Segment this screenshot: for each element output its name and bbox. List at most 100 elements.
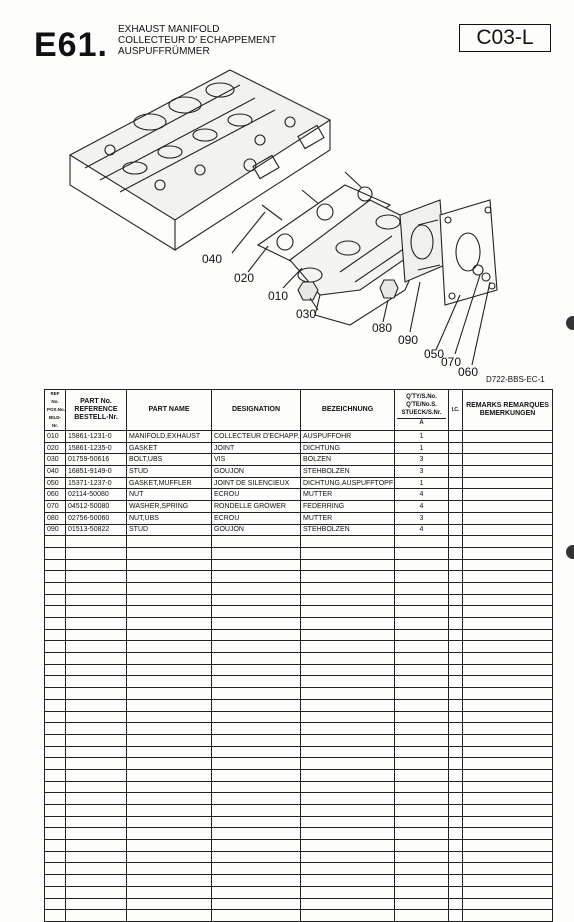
blank-cell [300, 792, 395, 805]
blank-cell [448, 874, 463, 887]
blank-cell [211, 768, 301, 782]
remarks-cell [462, 488, 553, 502]
blank-cell [300, 757, 395, 770]
blank-cell [65, 663, 127, 677]
blank-cell [300, 710, 395, 724]
blank-cell [44, 535, 66, 548]
blank-cell [126, 640, 212, 654]
blank-cell [211, 874, 301, 887]
blank-cell [462, 815, 553, 829]
blank-cell [394, 897, 449, 911]
designation-cell: ECROU [211, 511, 301, 525]
ref-no-cell: 020 [44, 441, 66, 455]
blank-cell [65, 675, 127, 689]
blank-cell [448, 862, 463, 876]
remarks-cell [462, 523, 553, 537]
blank-cell [300, 780, 395, 794]
blank-cell [300, 617, 395, 630]
blank-cell [394, 535, 449, 548]
blank-cell [126, 628, 212, 642]
blank-cell [44, 698, 66, 712]
callout-label: 020 [234, 271, 254, 285]
bezeichnung-cell: STEHBOLZEN [300, 465, 395, 478]
ref-no-header: REF No. POS.No. BILD-Nr. [44, 389, 66, 431]
blank-cell [462, 745, 553, 759]
callout-label: 040 [202, 252, 222, 266]
blank-cell [448, 535, 463, 548]
blank-cell [394, 745, 449, 759]
blank-cell [44, 768, 66, 782]
part-no-cell: 16851-9149-0 [65, 465, 127, 478]
blank-cell [44, 909, 66, 922]
title-english: EXHAUST MANIFOLD [118, 24, 220, 35]
blank-cell [44, 874, 66, 887]
blank-cell [44, 850, 66, 864]
blank-cell [65, 535, 127, 548]
blank-cell [448, 722, 463, 735]
blank-cell [462, 768, 553, 782]
blank-cell [126, 780, 212, 794]
blank-cell [394, 827, 449, 841]
blank-table-row [44, 698, 553, 712]
blank-cell [44, 827, 66, 841]
blank-cell [300, 839, 395, 852]
blank-cell [448, 815, 463, 829]
blank-cell [126, 687, 212, 700]
quantity-cell: 3 [394, 511, 449, 525]
blank-table-row [44, 710, 553, 724]
blank-cell [300, 850, 395, 864]
part-no-cell: 15861-1231-0 [65, 430, 127, 443]
blank-cell [126, 850, 212, 864]
blank-cell [126, 593, 212, 607]
blank-cell [65, 652, 127, 665]
bezeichnung-cell: DICHTUNG [300, 441, 395, 455]
part-no-cell: 15861-1235-0 [65, 441, 127, 455]
blank-cell [300, 804, 395, 817]
part-no-header: PART No. REFERENCE BESTELL-Nr. [65, 389, 127, 431]
blank-cell [448, 909, 463, 922]
blank-cell [44, 628, 66, 642]
blank-table-row [44, 768, 553, 782]
blank-table-row [44, 546, 553, 560]
remarks-cell [462, 430, 553, 443]
blank-table-row [44, 640, 553, 654]
blank-cell [44, 558, 66, 572]
blank-cell [65, 792, 127, 805]
blank-table-row [44, 909, 553, 922]
quantity-cell: 3 [394, 453, 449, 467]
blank-cell [394, 768, 449, 782]
blank-cell [44, 745, 66, 759]
blank-cell [394, 874, 449, 887]
blank-cell [211, 593, 301, 607]
blank-cell [211, 698, 301, 712]
part-no-cell: 04512-50080 [65, 500, 127, 513]
blank-cell [300, 628, 395, 642]
blank-cell [462, 593, 553, 607]
blank-cell [462, 804, 553, 817]
remarks-header: REMARKS REMARQUES BEMERKUNGEN [462, 389, 553, 431]
blank-cell [211, 745, 301, 759]
bezeichnung-cell: BOLZEN [300, 453, 395, 467]
blank-table-row [44, 535, 553, 548]
blank-cell [462, 663, 553, 677]
blank-table-row [44, 815, 553, 829]
blank-cell [462, 675, 553, 689]
blank-cell [65, 617, 127, 630]
blank-cell [448, 839, 463, 852]
blank-cell [44, 780, 66, 794]
blank-table-row [44, 827, 553, 841]
blank-cell [462, 687, 553, 700]
ref-no-cell: 090 [44, 523, 66, 537]
blank-cell [211, 581, 301, 595]
blank-cell [44, 757, 66, 770]
part-no-cell: 02114-50080 [65, 488, 127, 502]
blank-cell [300, 885, 395, 899]
section-code: E61. [34, 26, 108, 64]
blank-cell [65, 745, 127, 759]
blank-cell [394, 593, 449, 607]
blank-cell [65, 640, 127, 654]
blank-cell [126, 535, 212, 548]
quantity-cell: 1 [394, 430, 449, 443]
